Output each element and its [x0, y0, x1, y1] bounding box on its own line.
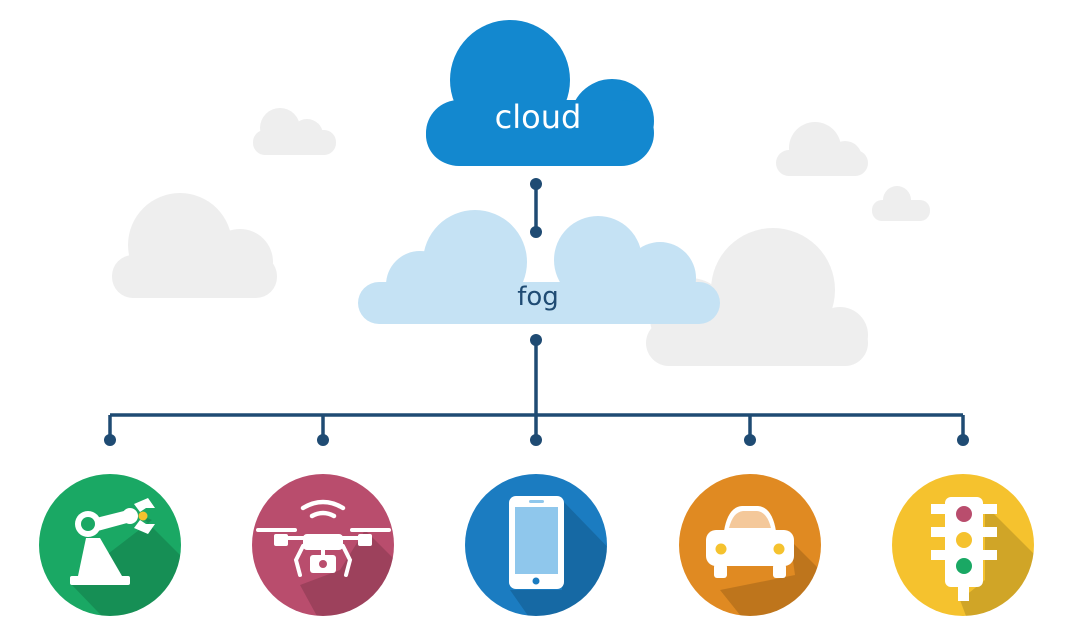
connector-dot	[957, 434, 969, 446]
connector-dot	[104, 434, 116, 446]
background-cloud	[253, 108, 336, 155]
device-smartphone	[465, 474, 607, 616]
background-clouds	[112, 108, 930, 366]
device-car	[679, 474, 821, 616]
device-robotic-arm	[39, 474, 181, 616]
background-cloud	[112, 193, 277, 298]
background-cloud	[872, 186, 930, 221]
connector-dot	[530, 434, 542, 446]
cloud-label: cloud	[495, 98, 582, 136]
traffic-light-icon	[931, 497, 997, 601]
fog-node: fog	[358, 210, 720, 324]
connector-dot	[530, 178, 542, 190]
cloud-node: cloud	[426, 20, 654, 166]
fog-label: fog	[517, 282, 559, 312]
car-icon	[706, 506, 794, 578]
fog-shape	[358, 210, 720, 324]
device-drone	[252, 474, 394, 616]
cloud-shape	[426, 20, 654, 166]
background-cloud	[776, 122, 868, 176]
device-traffic-light	[892, 474, 1034, 616]
connector-dot	[530, 334, 542, 346]
connector-dot	[317, 434, 329, 446]
connector-dot	[530, 226, 542, 238]
smartphone-icon	[509, 496, 564, 589]
robotic-arm-icon	[70, 498, 155, 585]
connector-dots	[104, 178, 969, 446]
connector-dot	[744, 434, 756, 446]
